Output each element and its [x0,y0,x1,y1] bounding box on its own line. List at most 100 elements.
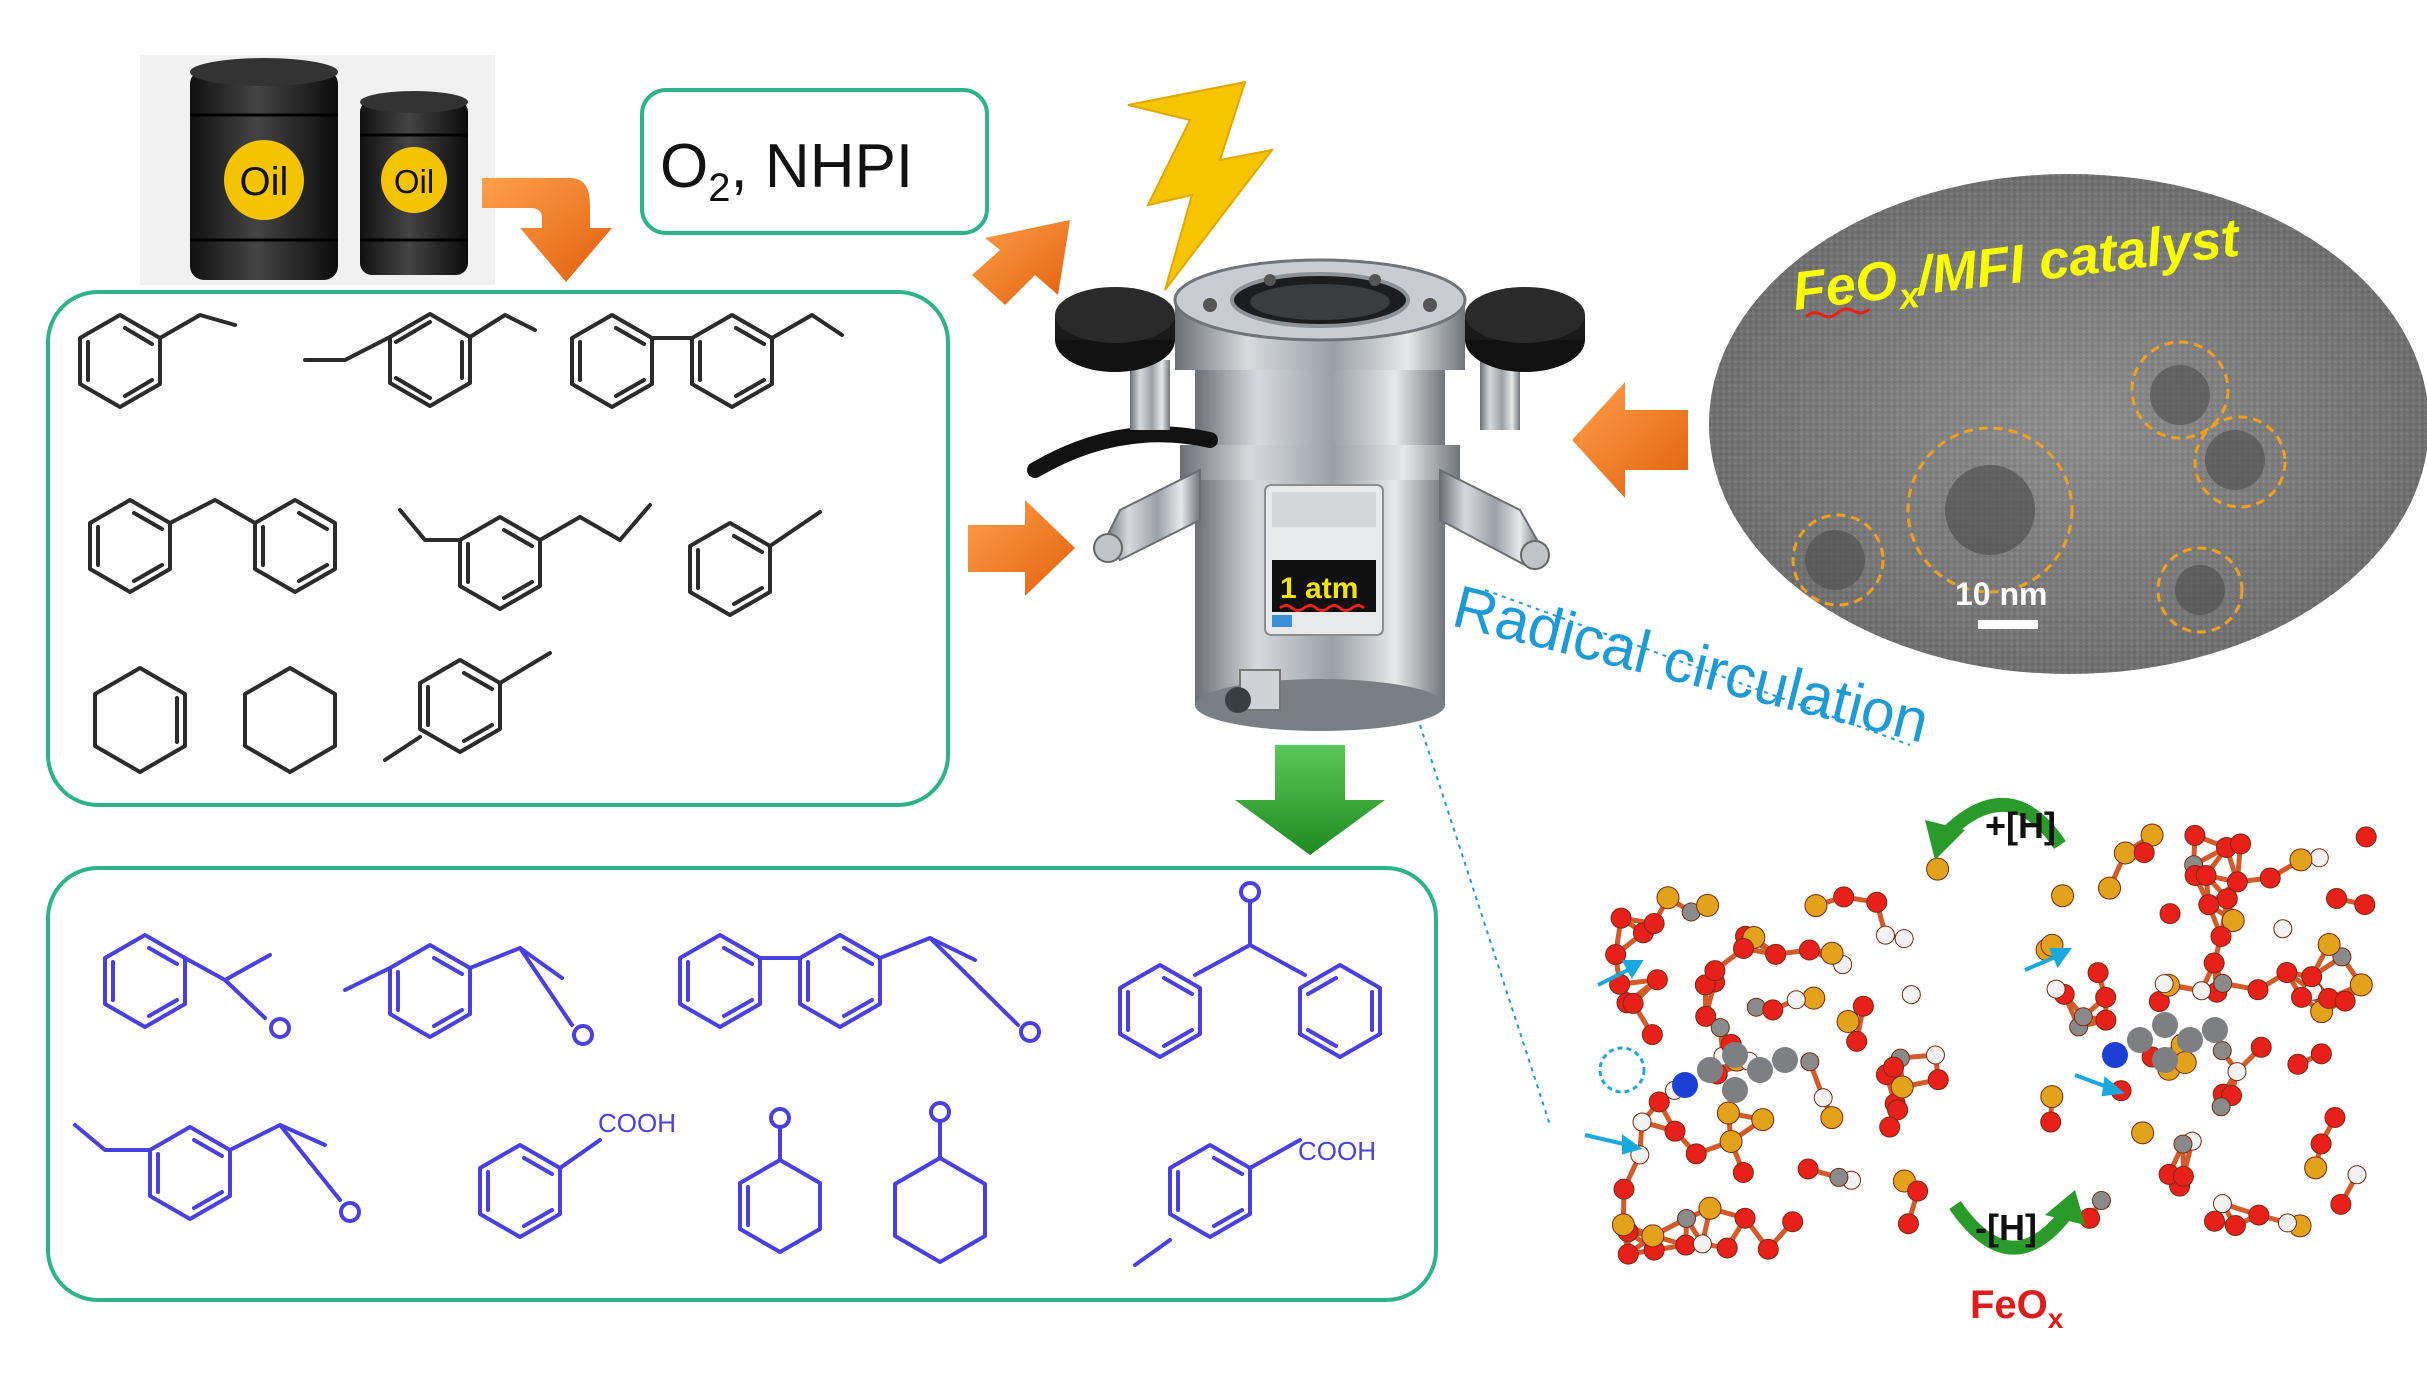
zeolite-atom [1883,1056,1905,1078]
scale-bar-label: 10 nm [1955,576,2047,612]
valve-right-knob-icon [1465,287,1585,430]
arrow-substrate-to-reactor [968,500,1075,596]
zeolite-atom [2204,1210,2226,1232]
zeolite-atom [1732,937,1754,959]
carbon-atom [1697,1057,1723,1083]
zeolite-atom [2224,1215,2246,1237]
zeolite-atom [1716,1237,1738,1259]
molecule-ethylacetophenone [73,1123,361,1223]
cycle-arrow-top [1940,797,2066,849]
zeolite-atom [2347,1165,2367,1185]
zeolite-atom [1797,1158,1819,1180]
molecule-diethylbenzene [398,503,652,611]
zeolite-atom [1846,1030,1868,1052]
zeolite-atom [1820,1106,1844,1130]
zeolite-atom [2349,973,2373,997]
zeolite-atom [2226,871,2248,893]
oil-barrel-large-icon: Oil [190,58,338,280]
molecule-ethylbenzene [78,313,237,409]
product-box: COOH COOH [46,866,1438,1302]
zeolite-atom [1732,1161,1754,1183]
zeolite-atom [2330,1193,2352,1215]
active-site-highlight [1598,1046,1646,1094]
carbon-atom [2202,1017,2228,1043]
zeolite-atom [1765,943,1787,965]
zeolite-atom [2213,973,2233,993]
zeolite-atom [2247,979,2269,1001]
molecule-cyclohexene [93,666,187,774]
site-pointer-arrows [1584,948,2125,1155]
zeolite-atom [1613,1178,1635,1200]
dotted-guide-left [1419,724,1551,1126]
zeolite-atom [2310,1043,2332,1065]
feed-arrow-curved [482,178,612,282]
zeolite-atom [1641,1224,1665,1248]
zeolite-atom [1762,999,1784,1021]
zeolite-atom [1696,893,1720,917]
zeolite-atom [2095,986,2117,1008]
zeolite-atom [2273,919,2293,939]
carbon-atom [1722,1077,1748,1103]
zeolite-atom [1829,1167,1849,1187]
zeolite-atom [1695,1005,1717,1027]
molecule-methylacetophenone [343,943,594,1046]
reactor-vessel: 1 atm [1027,258,1585,731]
zeolite-atom [1677,1209,1697,1229]
zeolite-atom [2221,908,2245,932]
zeolite-atom [1646,969,1668,991]
molecule-ethylbiphenyl [570,313,844,409]
zeolite-atom [1879,1116,1901,1138]
zeolite-atom [1802,986,1826,1010]
zeolite-atom [2131,1121,2155,1145]
zeolite-atom [2304,1156,2328,1180]
valve-left-knob-icon [1055,287,1175,430]
pressure-gauge: 1 atm [1264,484,1384,636]
zeolite-atom [2355,826,2377,848]
nanoparticle-markers [1791,340,2287,634]
zeolite-atom [2310,1133,2332,1155]
zeolite-atom [1813,1088,1833,1108]
cooh-label-2: COOH [1298,1136,1376,1166]
reagent-label: O2, NHPI [660,132,913,210]
molecule-benzoic-acid [478,1138,602,1239]
arrow-reactor-to-products [1235,745,1385,855]
zeolite-atom [1925,1045,1945,1065]
zeolite-atom [1907,1180,1929,1202]
zeolite-atom [1605,944,1627,966]
molecule-acetylbiphenyl [678,933,1041,1043]
zeolite-atom [1866,891,1888,913]
zeolite-atom [2073,1007,2093,1027]
zeolite-atom [1664,1120,1686,1142]
zeolite-atom [1804,894,1828,918]
zeolite-atom [2276,962,2298,984]
zeolite-atom [1786,990,1806,1010]
zeolite-atom [2290,986,2312,1008]
cycle-arrow-bottom [1949,1200,2071,1255]
zeolite-atom [2195,864,2217,886]
zeolite-atom [1890,1075,1914,1099]
molecule-toluene [688,510,822,617]
molecule-ethyltoluene [303,312,537,408]
zeolite-atom [1894,929,1914,949]
zeolite-atom [1611,1213,1635,1237]
dotted-guide-top [1484,589,1911,746]
zeolite-atom [1622,992,1644,1014]
zeolite-atom [2040,1085,2064,1109]
remove-hydrogen-label: -[H] [1975,1207,2037,1248]
zeolite-atom [1704,960,1726,982]
zeolite-atom [2173,1134,2193,1154]
zeolite-atom [2250,1036,2272,1058]
zeolite-atom [1632,1112,1652,1132]
feox-label: FeOx [1970,1283,2064,1334]
carbon-atom [2152,1012,2178,1038]
arrow-reagent-to-reactor [972,220,1070,305]
zeolite-atom [1875,925,1895,945]
zeolite-atom [2172,1165,2194,1187]
molecule-cyclohexane [243,666,337,774]
zeolite-atom [2326,887,2348,909]
zeolite-atom [2334,990,2356,1012]
zeolite-atom [2211,1097,2231,1117]
zeolite-structure-left [1605,857,1950,1265]
zeolite-atom [1757,1238,1779,1260]
